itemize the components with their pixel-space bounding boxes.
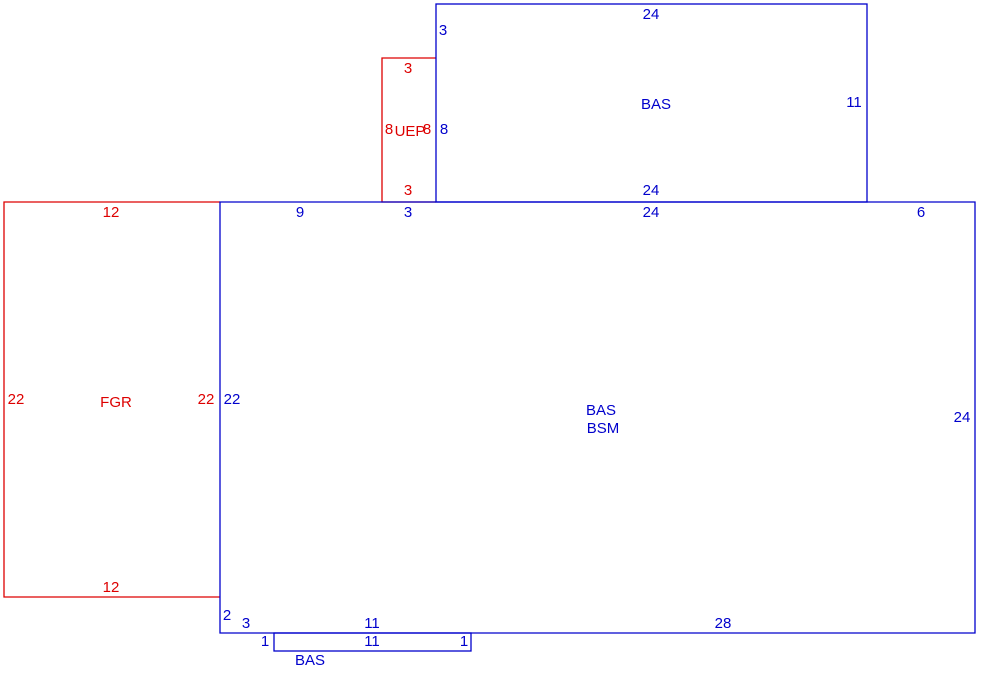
garage-outline <box>3 201 220 598</box>
dim-garage-right: 22 <box>198 391 215 408</box>
area-label-garage: FGR <box>100 394 132 411</box>
dim-garage-top: 12 <box>103 204 120 221</box>
area-label-top-bas: BAS <box>641 96 671 113</box>
dim-top-top: 24 <box>643 6 660 23</box>
dim-top-left: 3 <box>439 22 447 39</box>
dim-top-bottom: 24 <box>643 182 660 199</box>
dim-main-top-6: 6 <box>917 204 925 221</box>
dim-porch-right: 8 <box>423 121 431 138</box>
dim-main-top-9: 9 <box>296 204 304 221</box>
dim-main-bottom-3: 3 <box>242 615 250 632</box>
dim-porch-bottom: 3 <box>404 182 412 199</box>
dim-top-right: 11 <box>846 94 862 111</box>
dim-main-left: 22 <box>224 391 241 408</box>
dim-main-bottom-11: 11 <box>364 615 380 632</box>
area-label-main-bsm: BSM <box>587 420 620 437</box>
dim-main-top-3: 3 <box>404 204 412 221</box>
area-label-porch: UEP <box>395 123 426 140</box>
dim-main-right: 24 <box>954 409 971 426</box>
dim-porch-top: 3 <box>404 60 412 77</box>
dim-bump-mid: 11 <box>364 633 380 650</box>
dim-main-bottom-28: 28 <box>715 615 732 632</box>
area-label-bottom-bas: BAS <box>295 652 325 669</box>
dim-top-left-lower: 8 <box>440 121 448 138</box>
dim-main-bottom-2: 2 <box>223 607 231 624</box>
dim-bump-right: 1 <box>460 633 468 650</box>
dim-porch-left: 8 <box>385 121 393 138</box>
dim-main-top-24: 24 <box>643 204 660 221</box>
bottom-bas-outline <box>273 632 472 652</box>
dim-garage-left: 22 <box>8 391 25 408</box>
main-bas-outline <box>219 201 976 634</box>
dim-bump-left: 1 <box>261 633 269 650</box>
area-label-main-bas: BAS <box>586 402 616 419</box>
dim-garage-bottom: 12 <box>103 579 120 596</box>
